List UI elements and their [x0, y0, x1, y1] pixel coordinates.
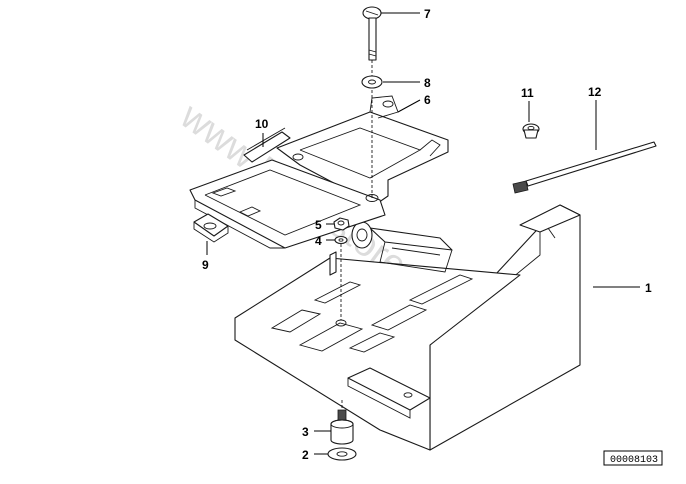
part-9-grommet [193, 213, 229, 243]
callout-labels: 7 8 6 10 11 12 9 5 4 1 3 2 [202, 7, 652, 462]
part-3-rubber-mount [330, 409, 354, 445]
part-12-cable-tie [512, 141, 657, 194]
callout-5: 5 [315, 218, 322, 232]
callout-12: 12 [588, 85, 602, 99]
callout-11: 11 [521, 86, 534, 100]
leader-lines [206, 12, 640, 455]
part-2-washer [327, 447, 357, 461]
document-number-box: 00008103 [603, 450, 663, 466]
callout-7: 7 [424, 7, 431, 21]
part-11-clip [522, 123, 540, 139]
part-6-carrier-bracket [276, 95, 449, 206]
callout-2: 2 [302, 448, 309, 462]
part-4-washer [334, 235, 348, 245]
part-5-nut [333, 217, 350, 231]
callout-10: 10 [255, 117, 269, 131]
callout-1: 1 [645, 281, 652, 295]
part-7-screw [362, 6, 382, 61]
document-number: 00008103 [610, 455, 658, 466]
callout-9: 9 [202, 258, 209, 272]
callout-3: 3 [302, 425, 309, 439]
callout-4: 4 [315, 234, 322, 248]
part-10-rubber-strip [243, 127, 291, 163]
part-8-washer [361, 75, 383, 89]
callout-8: 8 [424, 76, 431, 90]
callout-6: 6 [424, 93, 431, 107]
part-1-base-tray [234, 204, 581, 451]
